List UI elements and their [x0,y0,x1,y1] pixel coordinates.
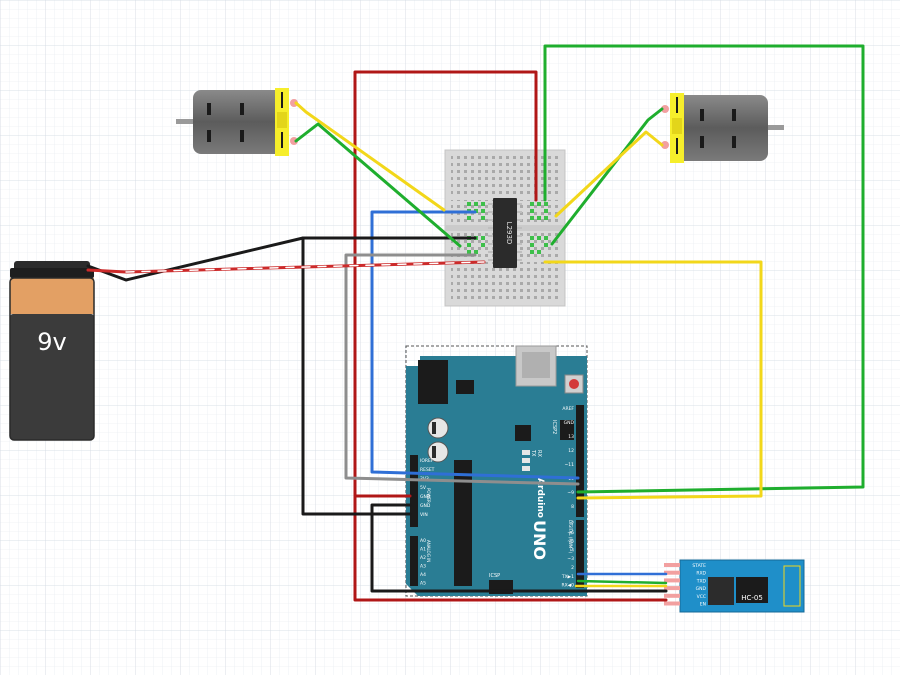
wires [86,44,865,602]
analogPin-label-2: A2 [420,555,426,561]
digitalTop-label-4: ~11 [565,462,575,468]
breadboard: L293D [444,149,566,307]
btPin-label-2: TXD [696,578,707,584]
bluetooth-pin-3 [664,586,680,591]
powerPin-label-5: GND [420,503,431,509]
driver-chip: L293D [488,198,522,268]
btPin-label-0: STATE [692,563,706,569]
powerPin-label-1: RESET [420,467,435,473]
powerPin-label-6: VIN [420,512,428,518]
analogPin-label-3: A3 [420,564,426,570]
analogPin-label-1: A1 [420,547,426,553]
bluetooth-pin-5 [664,601,680,606]
analog-header [410,536,418,586]
wire-motor-left-green [294,122,462,248]
rx-label: RX [536,450,542,457]
digital-header-top [576,405,584,517]
digitalBottom-label-1: ~6 [567,530,574,536]
digitalBottom-label-3: 4 [571,547,574,553]
battery-9v: 9v [9,261,95,441]
analogPin-label-5: A5 [420,581,426,587]
wire-bt-green [576,579,668,585]
arduino-brand: Arduino [535,478,545,518]
analogPin-label-4: A4 [420,572,426,578]
wire-motor-left-yellow [294,101,446,212]
btPin-label-4: VCC [697,594,706,600]
bluetooth-pin-0 [664,563,680,567]
digitalBottom-label-5: 2 [571,565,574,571]
motor-left [176,88,298,156]
wire-motor-right-green [550,107,664,246]
btPin-label-1: RXD [696,571,706,577]
digital-header-bottom [576,520,584,588]
wire-blue-input [370,210,580,480]
power-jack [418,360,448,404]
bluetooth-pin-2 [664,578,680,583]
digitalTop-label-3: 12 [568,448,574,454]
wire-yellow-long [543,260,763,500]
driver-chip-label: L293D [505,222,513,245]
bluetooth-label: HC-05 [741,594,763,602]
powerPin-label-3: 5V [420,485,427,491]
analogPin-label-0: A0 [420,538,426,544]
powerPin-label-4: GND [420,494,431,500]
digital-header-label: DIGITAL (PWM~) [568,520,573,554]
wire-battery-red-stripe [125,261,485,273]
digitalBottom-label-2: ~5 [567,539,574,545]
wire-red-main [353,70,668,602]
btPin-label-5: EN [700,602,706,608]
atmega-chip [454,460,472,586]
btPin-label-3: GND [696,586,707,592]
digitalTop-label-2: 13 [568,434,574,440]
icsp2-label: ICSP2 [551,420,557,434]
wire-motor-right-yellow [554,130,664,218]
bluetooth-pin-4 [664,593,680,598]
arduino-logo: Arduino [535,478,545,518]
power-header-label: POWER [426,488,431,503]
wire-black-ground [301,236,477,516]
analog-header-label: ANALOG IN [426,540,431,562]
wire-green-long [543,44,865,494]
digitalTop-label-6: ~9 [567,490,574,496]
digitalTop-label-1: GND [564,420,575,426]
tx-label: TX [530,449,536,457]
digitalTop-label-7: 8 [571,504,574,510]
digitalTop-label-0: AREF [562,406,574,412]
arduino-model: UNO [530,520,549,560]
icsp-label: ICSP [489,573,500,579]
motor-right [661,93,784,163]
digitalBottom-label-6: TX▶1 [561,574,574,580]
bluetooth-pin-1 [664,570,680,575]
powerPin-label-0: IOREF [420,458,434,464]
arduino-uno: ICSP2 TX RX ICSP Arduino UNO DIGITAL (PW… [405,345,588,597]
digitalBottom-label-7: RX◀0 [561,583,574,589]
power-header [410,455,418,527]
wire-gray-input [344,253,580,486]
battery-label: 9v [37,328,66,356]
digitalBottom-label-0: 7 [571,521,574,527]
wire-black-bt-ground [370,503,668,593]
digitalBottom-label-4: ~3 [567,556,574,562]
